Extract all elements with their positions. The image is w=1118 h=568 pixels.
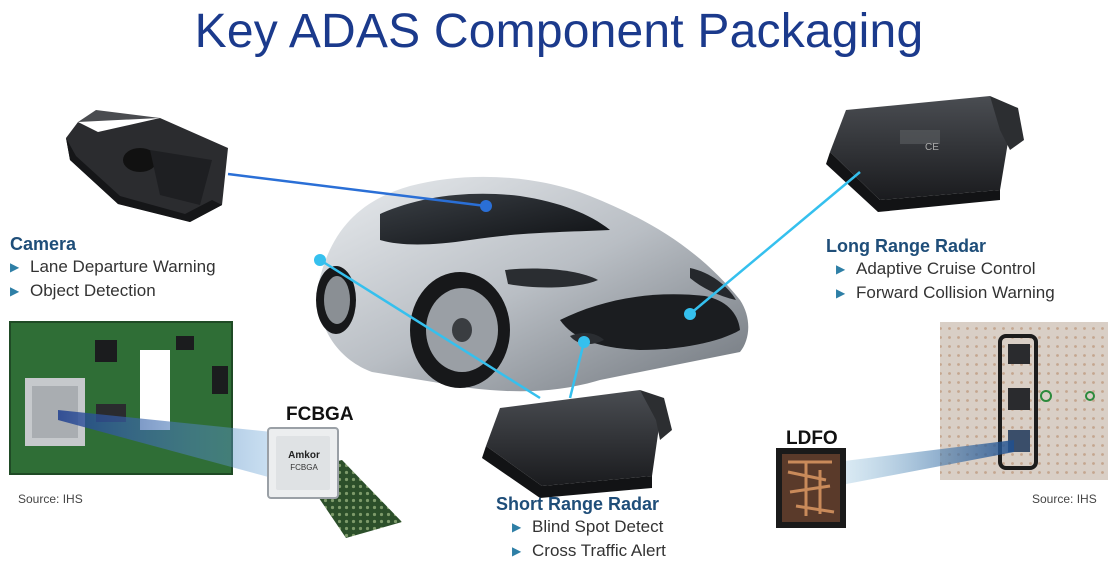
fcbga-zoom-beam bbox=[58, 410, 272, 478]
triangle-bullet-icon: ▶ bbox=[10, 284, 20, 298]
fcbga-label: FCBGA bbox=[286, 404, 354, 425]
camera-section: Camera ▶Lane Departure Warning ▶Object D… bbox=[10, 234, 216, 303]
triangle-bullet-icon: ▶ bbox=[836, 262, 846, 276]
ldfo-label: LDFO bbox=[786, 428, 838, 449]
short-range-radar-section: Short Range Radar ▶Blind Spot Detect ▶Cr… bbox=[496, 494, 666, 563]
camera-bullet: ▶Object Detection bbox=[10, 279, 216, 303]
long-range-connector-dot bbox=[684, 308, 696, 320]
short-range-radar-title: Short Range Radar bbox=[496, 494, 660, 514]
long-range-radar-title: Long Range Radar bbox=[826, 236, 987, 256]
car-image bbox=[316, 176, 749, 392]
triangle-bullet-icon: ▶ bbox=[512, 520, 522, 534]
fcbga-chip-image bbox=[267, 427, 402, 538]
ldfo-zoom-beam bbox=[836, 440, 1014, 486]
short-range-connector-line-1 bbox=[319, 258, 541, 400]
camera-connector-line bbox=[227, 172, 487, 208]
long-range-radar-bullet: ▶Adaptive Cruise Control bbox=[836, 257, 1055, 281]
short-range-radar-bullet: ▶Blind Spot Detect bbox=[512, 515, 666, 539]
camera-title: Camera bbox=[10, 234, 77, 254]
source-right: Source: IHS bbox=[1032, 492, 1097, 506]
connector-lines bbox=[227, 171, 861, 400]
triangle-bullet-icon: ▶ bbox=[10, 260, 20, 274]
long-range-radar-image: CE bbox=[826, 96, 1024, 212]
short-range-radar-image bbox=[482, 390, 672, 498]
amkor-logo-text: Amkor bbox=[288, 450, 320, 461]
ldfo-chip-image bbox=[776, 448, 846, 528]
triangle-bullet-icon: ▶ bbox=[836, 286, 846, 300]
short-range-connector-dot-1 bbox=[314, 254, 326, 266]
long-range-connector-line bbox=[689, 171, 861, 315]
chip-package-text: FCBGA bbox=[290, 463, 318, 472]
fcbga-chip-marking: Amkor FCBGA bbox=[278, 450, 330, 472]
short-range-connector-dot-2 bbox=[578, 336, 590, 348]
source-left: Source: IHS bbox=[18, 492, 83, 506]
short-range-connector-line-2 bbox=[568, 341, 586, 399]
camera-bullet: ▶Lane Departure Warning bbox=[10, 255, 216, 279]
short-range-radar-bullet: ▶Cross Traffic Alert bbox=[512, 539, 666, 563]
triangle-bullet-icon: ▶ bbox=[512, 544, 522, 558]
page-title: Key ADAS Component Packaging bbox=[194, 5, 924, 58]
svg-text:CE: CE bbox=[925, 142, 939, 153]
camera-module-image bbox=[66, 110, 228, 222]
long-range-radar-section: Long Range Radar ▶Adaptive Cruise Contro… bbox=[826, 236, 1055, 305]
camera-connector-dot bbox=[480, 200, 492, 212]
long-range-radar-bullet: ▶Forward Collision Warning bbox=[836, 281, 1055, 305]
